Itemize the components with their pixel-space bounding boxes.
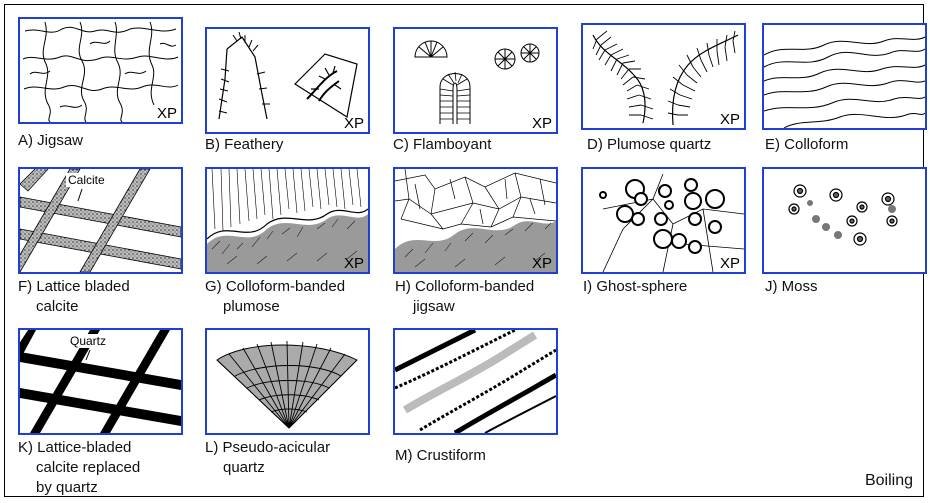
panel-j-moss (762, 167, 927, 274)
panel-d-plumose-quartz: XP (581, 23, 746, 130)
panel-b-feathery: XP (205, 27, 370, 134)
caption-line: B) Feathery (205, 136, 283, 153)
caption-m: M) Crustiform (395, 446, 575, 466)
caption-j: J) Moss (765, 277, 930, 297)
caption-line: quartz (205, 458, 385, 478)
caption-g: G) Colloform-banded plumose (205, 277, 385, 317)
panel-k-lattice-bladed-quartz: Quartz (18, 328, 183, 435)
pseudo-acicular-drawing (207, 330, 368, 433)
panel-c-flamboyant: XP (393, 27, 558, 134)
caption-line: I) Ghost-sphere (583, 278, 687, 295)
panel-l-pseudo-acicular-quartz (205, 328, 370, 435)
caption-k: K) Lattice-bladed calcite replaced by qu… (18, 438, 198, 498)
panel-f-lattice-bladed-calcite: Calcite (18, 167, 183, 274)
caption-line: jigsaw (395, 297, 575, 317)
caption-f: F) Lattice bladed calcite (18, 277, 198, 317)
xp-label: XP (157, 106, 177, 122)
caption-h: H) Colloform-banded jigsaw (395, 277, 575, 317)
caption-a: A) Jigsaw (18, 131, 198, 151)
panel-i-ghost-sphere: XP (581, 167, 746, 274)
caption-line: by quartz (18, 478, 198, 498)
xp-label: XP (344, 116, 364, 132)
figure-frame: A XP A) Jigsaw XP B) Feathery (4, 4, 924, 497)
caption-b: B) Feathery (205, 135, 385, 155)
xp-label: XP (532, 116, 552, 132)
quartz-label: Quartz (68, 334, 108, 348)
xp-label: XP (720, 112, 740, 128)
calcite-label: Calcite (66, 173, 107, 187)
colloform-texture-drawing (764, 25, 925, 128)
caption-line: calcite (18, 297, 198, 317)
xp-label: XP (344, 256, 364, 272)
caption-e: E) Colloform (765, 135, 930, 155)
caption-line: K) Lattice-bladed (18, 439, 131, 456)
moss-texture-drawing (764, 169, 925, 272)
panel-e-colloform (762, 23, 927, 130)
caption-line: plumose (205, 297, 385, 317)
crustiform-drawing (395, 330, 556, 433)
panel-h-colloform-banded-jigsaw: XP (393, 167, 558, 274)
panel-a-jigsaw: A XP (18, 17, 183, 124)
caption-line: C) Flamboyant (393, 136, 491, 153)
caption-line: D) Plumose quartz (587, 136, 711, 153)
category-label: Boiling (865, 472, 913, 490)
panel-g-colloform-banded-plumose: XP (205, 167, 370, 274)
caption-c: C) Flamboyant (393, 135, 573, 155)
caption-line: A) Jigsaw (18, 132, 83, 149)
caption-line: L) Pseudo-acicular (205, 439, 330, 456)
caption-d: D) Plumose quartz (587, 135, 767, 155)
caption-line: M) Crustiform (395, 447, 486, 464)
caption-line: calcite replaced (18, 458, 198, 478)
caption-line: H) Colloform-banded (395, 278, 534, 295)
caption-line: J) Moss (765, 278, 818, 295)
caption-l: L) Pseudo-acicular quartz (205, 438, 385, 478)
xp-label: XP (720, 256, 740, 272)
caption-line: F) Lattice bladed (18, 278, 130, 295)
panel-m-crustiform (393, 328, 558, 435)
caption-i: I) Ghost-sphere (583, 277, 763, 297)
caption-line: G) Colloform-banded (205, 278, 345, 295)
xp-label: XP (532, 256, 552, 272)
caption-line: E) Colloform (765, 136, 848, 153)
